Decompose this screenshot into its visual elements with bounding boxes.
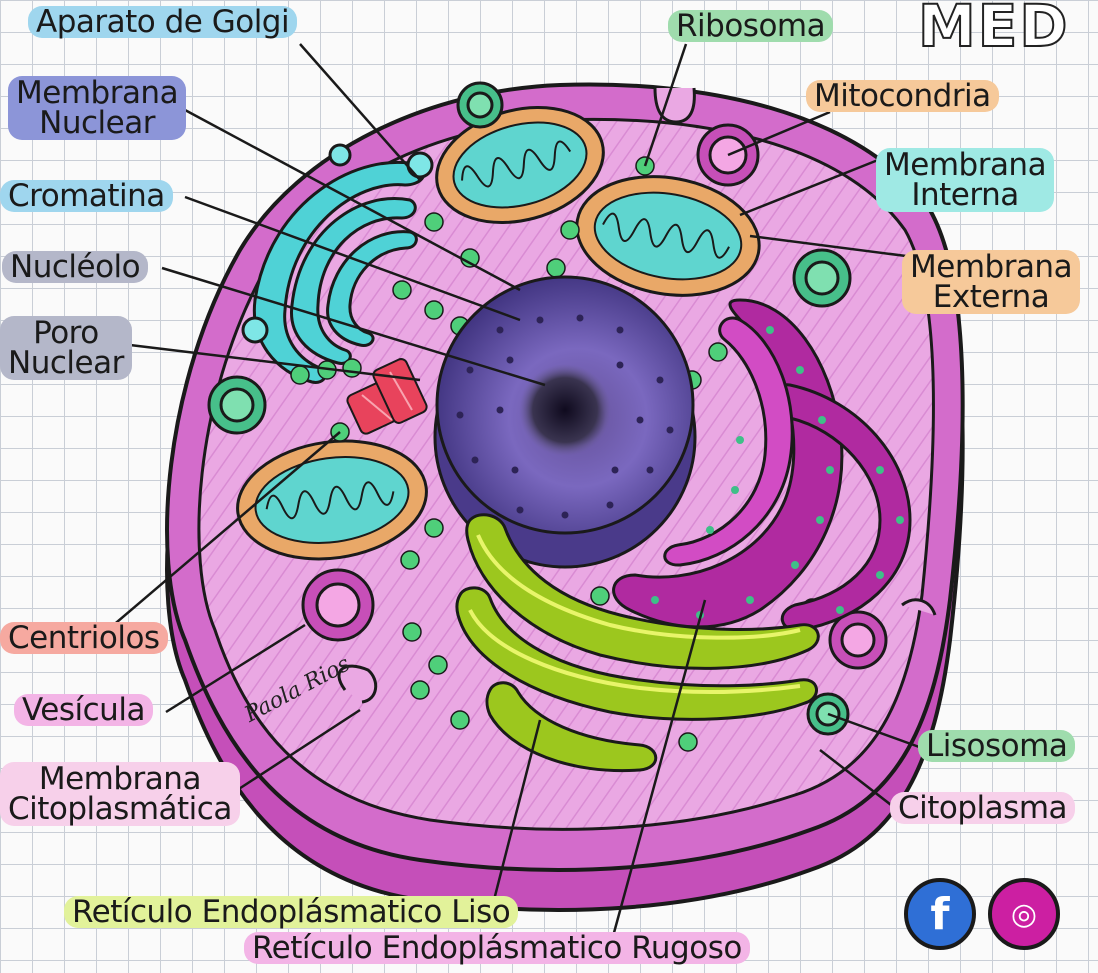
- label-ribosoma: Ribosoma: [668, 10, 833, 42]
- label-aparato-golgi: Aparato de Golgi: [28, 6, 297, 38]
- label-mitocondria: Mitocondria: [806, 80, 999, 112]
- label-citoplasma: Citoplasma: [890, 792, 1075, 824]
- label-cromatina: Cromatina: [0, 180, 173, 212]
- brand-logo: MED: [918, 0, 1069, 60]
- facebook-icon[interactable]: f: [904, 878, 976, 950]
- label-centriolos: Centriolos: [0, 622, 168, 654]
- label-reticulo-rugoso: Retículo Endoplásmatico Rugoso: [244, 932, 750, 964]
- instagram-icon[interactable]: ◎: [988, 878, 1060, 950]
- nucleolus: [519, 364, 611, 456]
- label-vesicula: Vesícula: [14, 694, 153, 726]
- label-lisosoma: Lisosoma: [918, 730, 1075, 762]
- label-reticulo-liso: Retículo Endoplásmatico Liso: [64, 896, 518, 928]
- label-nucleolo: Nucléolo: [2, 251, 148, 283]
